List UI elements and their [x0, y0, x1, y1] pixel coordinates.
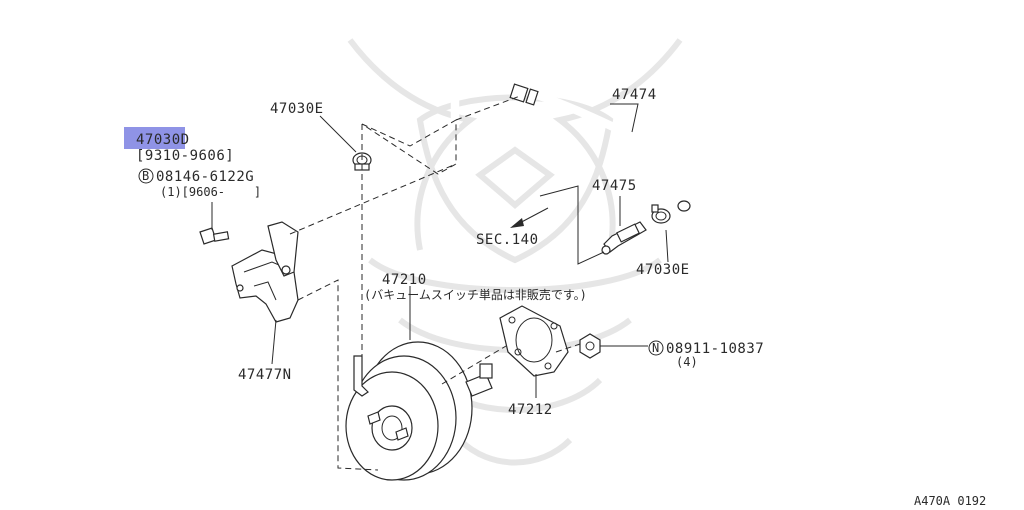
label-47474: 47474	[612, 87, 657, 103]
bolt-08146-6122G[interactable]	[199, 227, 230, 245]
label-47030D-range: [9310-9606]	[136, 148, 234, 164]
nut-marker-circle	[648, 340, 664, 356]
part-highlight-47030D	[124, 127, 185, 149]
assembly-dashed-lines	[289, 95, 605, 471]
label-47210-note: (バキュームスイッチ単品は非販売です。)	[364, 287, 587, 302]
label-47210: 47210	[382, 272, 427, 288]
nut-marker-letter: N	[652, 341, 659, 355]
diagram-footer-code: A470A 0192	[914, 494, 986, 508]
label-47030E-right: 47030E	[636, 262, 690, 278]
bolt-marker-letter: B	[142, 169, 149, 183]
label-47475: 47475	[592, 178, 637, 194]
nut-08911-10837[interactable]	[579, 333, 601, 359]
hose-clamp-47030E-right[interactable]	[651, 204, 671, 224]
gasket-47212[interactable]	[499, 305, 569, 377]
bolt-marker-circle	[138, 168, 154, 184]
label-sec-140[interactable]: SEC.140	[476, 232, 539, 248]
vacuum-hose-47474[interactable]	[450, 57, 712, 212]
label-nut-qty: (4)	[676, 355, 698, 369]
brake-booster-47210[interactable]	[345, 341, 493, 481]
label-bolt-code: 08146-6122G	[156, 169, 254, 185]
label-47212: 47212	[508, 402, 553, 418]
bracket-47477N[interactable]	[231, 221, 299, 323]
label-47477N: 47477N	[238, 367, 292, 383]
sec-140-arrow[interactable]	[510, 207, 549, 228]
leader-lines	[211, 103, 669, 398]
label-47030E-top: 47030E	[270, 101, 324, 117]
label-bolt-qty-range: (1)[9606- ]	[160, 185, 261, 199]
label-47030D: 47030D	[136, 132, 190, 148]
label-nut-code: 08911-10837	[666, 341, 764, 357]
check-valve-47475[interactable]	[601, 221, 647, 255]
